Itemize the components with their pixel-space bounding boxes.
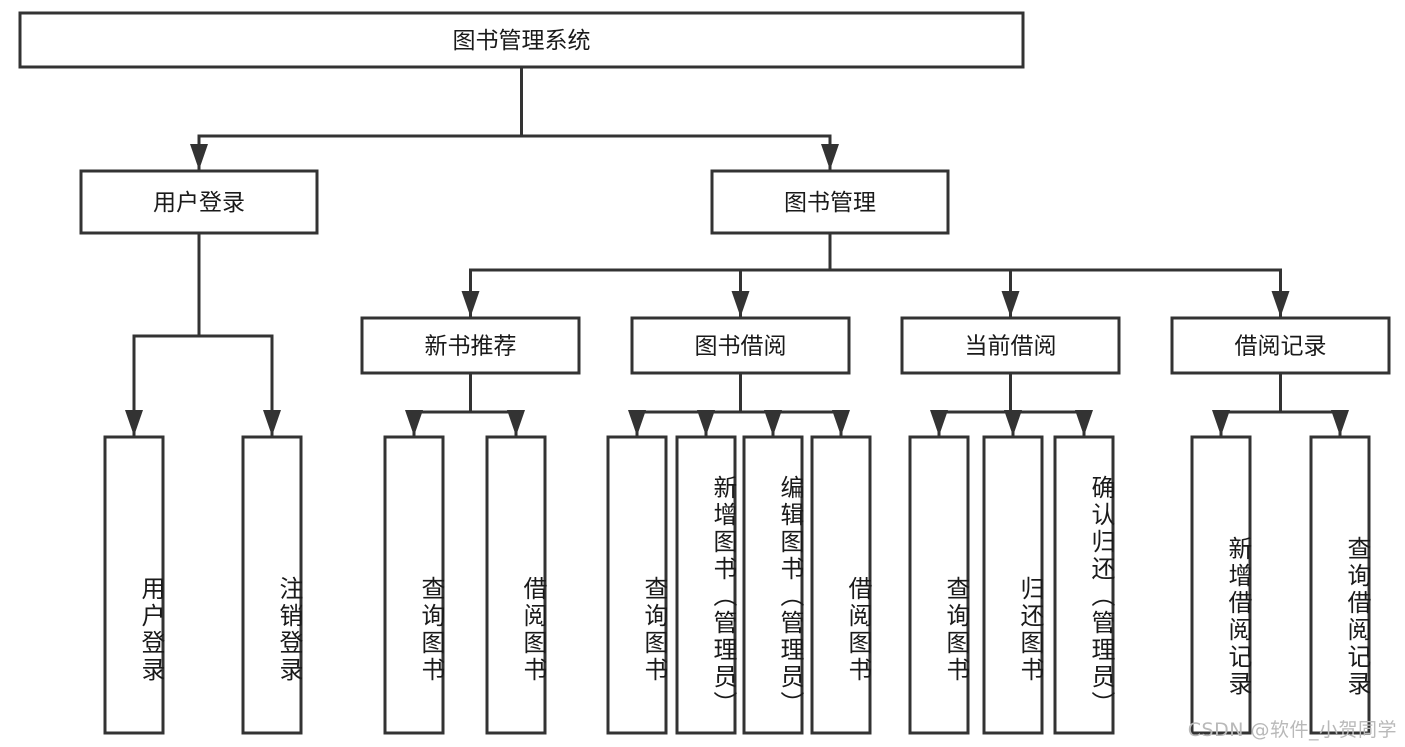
arrow-head-icon [405,410,423,436]
arrow-head-icon [832,410,850,436]
connector-layer [125,65,1349,437]
node-leaf-borrow-book[interactable] [810,435,872,735]
node-borrow-record[interactable] [1170,316,1391,375]
node-leaf-add-borrow-record[interactable] [1190,435,1252,735]
arrow-head-icon [1004,410,1022,436]
node-label-book-borrow: 图书借阅 [695,334,787,360]
node-root[interactable] [18,11,1025,69]
arrow-head-icon [764,410,782,436]
node-leaf-query-book-current[interactable] [908,435,970,735]
node-leaf-return-book[interactable] [982,435,1044,735]
arrow-head-icon [628,410,646,436]
node-book-borrow[interactable] [630,316,851,375]
arrow-head-icon [1075,410,1093,436]
node-label-borrow-record: 借阅记录 [1235,334,1327,360]
node-leaf-user-logout[interactable] [241,435,303,735]
node-leaf-confirm-return[interactable] [1053,435,1115,735]
node-leaf-edit-book[interactable] [742,435,804,735]
node-new-book-recommend[interactable] [360,316,581,375]
arrow-head-icon [507,410,525,436]
node-user-login[interactable] [79,169,319,235]
node-leaf-user-login[interactable] [103,435,165,735]
node-label-root: 图书管理系统 [453,28,591,54]
node-leaf-query-book-recommend[interactable] [383,435,445,735]
arrow-head-icon [821,144,839,170]
node-current-borrow[interactable] [900,316,1121,375]
arrow-head-icon [697,410,715,436]
node-book-management[interactable] [710,169,950,235]
arrow-head-icon [263,410,281,436]
arrow-head-icon [461,291,480,317]
arrow-head-icon [125,410,143,436]
arrow-head-icon [1271,291,1290,317]
node-leaf-add-book[interactable] [675,435,737,735]
node-label-current-borrow: 当前借阅 [965,334,1057,360]
arrow-head-icon [930,410,948,436]
arrow-head-icon [731,291,750,317]
arrow-head-icon [190,144,208,170]
node-leaf-borrow-book-recommend[interactable] [485,435,547,735]
node-leaf-query-borrow-record[interactable] [1309,435,1371,735]
node-label-book-management: 图书管理 [784,190,876,216]
box-layer [18,11,1391,735]
node-leaf-query-book-borrow[interactable] [606,435,668,735]
csdn-watermark: CSDN @软件_小贺同学 [1187,719,1397,741]
arrow-head-icon [1212,410,1230,436]
arrow-head-icon [1331,410,1349,436]
node-label-user-login: 用户登录 [153,190,245,216]
node-label-new-book-recommend: 新书推荐 [425,334,517,360]
arrow-head-icon [1001,291,1020,317]
